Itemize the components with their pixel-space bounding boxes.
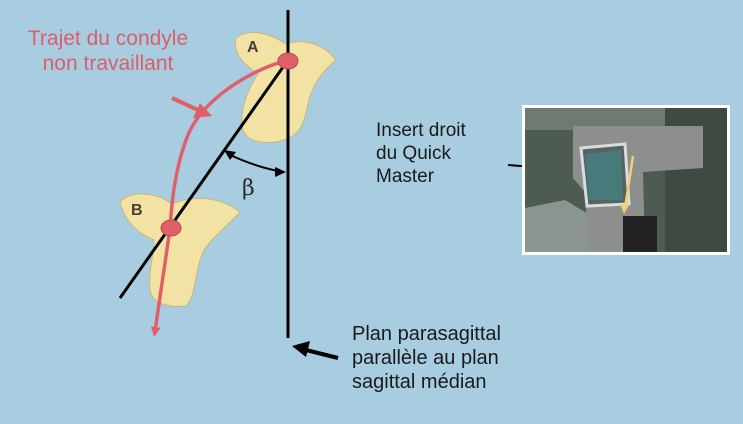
point-b-label: B	[131, 202, 143, 219]
plane-label: Plan parasagittal parallèle au plan sagi…	[352, 322, 501, 394]
insert-label-line-2: du Quick	[376, 142, 451, 164]
label-pointer-arrowhead	[193, 103, 212, 118]
angle-arrow-right	[275, 167, 286, 177]
point-b-marker	[160, 219, 182, 237]
point-a-label: A	[247, 39, 259, 56]
quick-master-photo	[522, 105, 730, 255]
condyle-path-label-line-1: Trajet du condyle	[27, 27, 189, 50]
plane-label-line-2: parallèle au plan	[352, 347, 499, 369]
quick-master-photo-drawing	[525, 108, 727, 252]
angle-arrow-left	[224, 150, 236, 160]
plane-pointer-arrowhead	[292, 341, 310, 357]
condyle-path-label: Trajet du condyle non travaillant	[2, 26, 214, 76]
ab-oblique-line	[118, 59, 290, 299]
plane-label-line-1: Plan parasagittal	[352, 323, 501, 345]
condyle-shape-b	[119, 193, 241, 307]
point-a-marker	[277, 52, 299, 70]
insert-label-line-3: Master	[376, 165, 435, 187]
condyle-path-curve	[150, 58, 289, 337]
insert-label: Insert droit du Quick Master	[376, 120, 466, 188]
label-pointer-line	[171, 96, 199, 112]
plane-pointer-line	[305, 348, 339, 360]
condyle-path-label-line-2: non travaillant	[42, 52, 174, 76]
angle-beta-label: β	[242, 176, 255, 201]
plane-label-line-3: sagittal médian	[352, 371, 487, 393]
insert-label-line-1: Insert droit	[376, 120, 466, 141]
condyle-shape-a	[234, 31, 337, 143]
